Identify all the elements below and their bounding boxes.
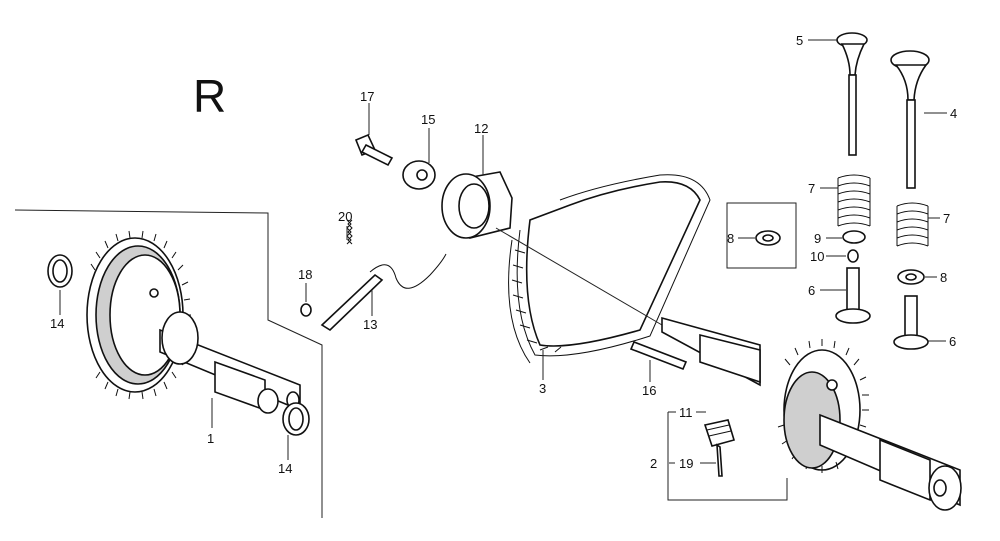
tensioner-part bbox=[441, 171, 513, 239]
bolt-part bbox=[354, 133, 394, 167]
callout-15: 15 bbox=[421, 112, 435, 127]
group-frame-left bbox=[14, 209, 323, 518]
callout-6a: 6 bbox=[808, 283, 815, 298]
key-part bbox=[629, 340, 688, 371]
callout-7b: 7 bbox=[943, 211, 950, 226]
camshaft-sprocket-part bbox=[661, 316, 962, 511]
callout-12: 12 bbox=[474, 121, 488, 136]
callout-14b: 14 bbox=[278, 461, 292, 476]
tappet-right-part bbox=[893, 295, 929, 350]
washer-part bbox=[402, 160, 436, 190]
callout-8b: 8 bbox=[940, 270, 947, 285]
group-frame-washer bbox=[726, 202, 797, 269]
sprocket-weight-part bbox=[703, 419, 736, 447]
timing-chain-part bbox=[508, 174, 711, 364]
callout-5: 5 bbox=[796, 33, 803, 48]
retainer-8-boxed-part bbox=[755, 230, 781, 246]
camshaft-gear-part bbox=[86, 230, 301, 414]
spring-retainer-part bbox=[842, 230, 866, 244]
callout-18: 18 bbox=[298, 267, 312, 282]
callout-19: 19 bbox=[679, 456, 693, 471]
valve-spring-right-part bbox=[896, 202, 929, 247]
callout-8a: 8 bbox=[727, 231, 734, 246]
valve-keeper-part bbox=[847, 249, 859, 263]
callout-14a: 14 bbox=[50, 316, 64, 331]
valve-spring-left-part bbox=[837, 174, 871, 227]
valve-5-part bbox=[836, 32, 868, 156]
thrust-washer-upper bbox=[47, 254, 73, 288]
thrust-washer-lower bbox=[282, 402, 310, 436]
alignment-line bbox=[495, 227, 663, 326]
callout-4: 4 bbox=[950, 106, 957, 121]
callout-3: 3 bbox=[539, 381, 546, 396]
callout-13: 13 bbox=[363, 317, 377, 332]
callout-7a: 7 bbox=[808, 181, 815, 196]
small-washer-part bbox=[300, 303, 312, 317]
callout-9: 9 bbox=[814, 231, 821, 246]
weight-pin-part bbox=[716, 443, 723, 477]
lever-arm-part bbox=[320, 253, 447, 332]
callout-1: 1 bbox=[207, 431, 214, 446]
leader-lines bbox=[59, 39, 947, 464]
callout-2: 2 bbox=[650, 456, 657, 471]
section-label: R bbox=[193, 70, 226, 122]
valve-4-part bbox=[890, 50, 930, 189]
spring-pin-part bbox=[346, 219, 353, 245]
callout-10: 10 bbox=[810, 249, 824, 264]
callout-17: 17 bbox=[360, 89, 374, 104]
callout-11: 11 bbox=[679, 405, 693, 420]
retainer-8-right-part bbox=[897, 269, 925, 285]
kit-bracket bbox=[667, 411, 788, 501]
callout-16: 16 bbox=[642, 383, 656, 398]
callout-20: 20 bbox=[338, 209, 352, 224]
callout-6b: 6 bbox=[949, 334, 956, 349]
tappet-left-part bbox=[835, 267, 871, 324]
